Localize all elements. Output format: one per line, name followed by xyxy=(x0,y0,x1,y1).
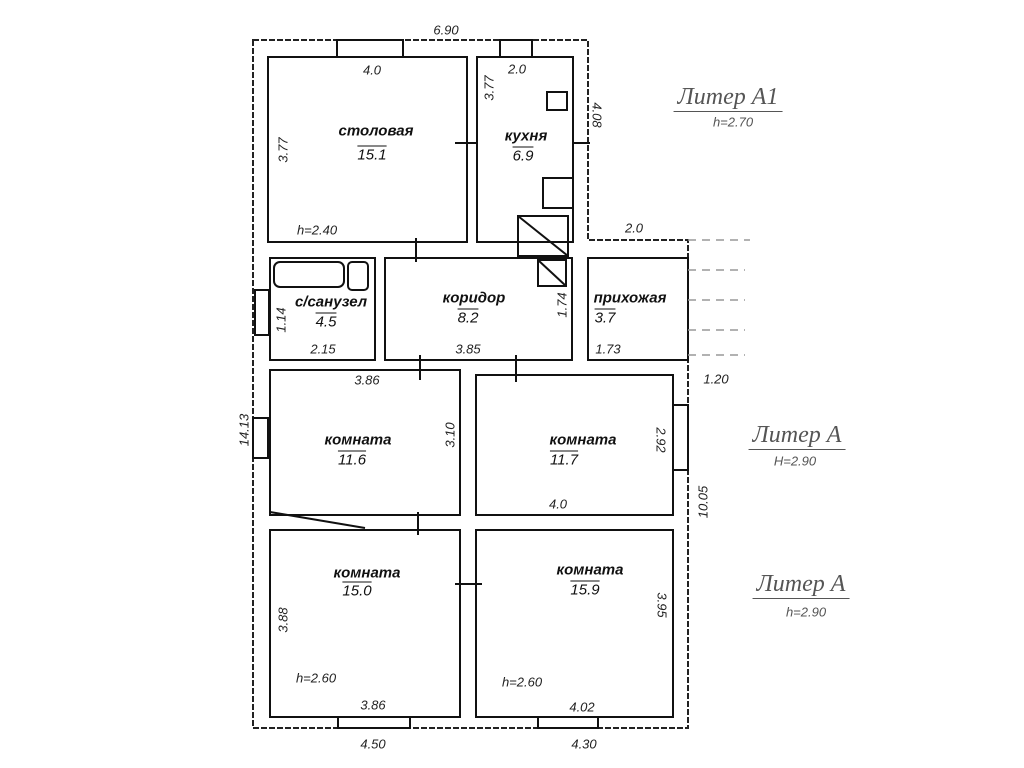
stairs xyxy=(517,215,569,257)
dimension-label: 1.74 xyxy=(554,292,570,318)
room-name: коридор xyxy=(442,289,506,307)
room-area: 8.2 xyxy=(457,309,479,327)
room-name: столовая xyxy=(338,122,414,140)
room-entry-outline xyxy=(587,257,689,361)
dimension-label: 1.14 xyxy=(273,307,289,333)
room-116-outline xyxy=(269,369,461,516)
dimension-label: 3.86 xyxy=(360,697,386,713)
dimension-label: 3.77 xyxy=(481,75,497,101)
dimension-label: 4.08 xyxy=(589,102,605,128)
dimension-label: 6.90 xyxy=(433,22,459,38)
liter-height: H=2.90 xyxy=(773,453,817,469)
room-name: комната xyxy=(333,564,401,582)
dimension-label: 3.10 xyxy=(442,422,458,448)
dimension-label: 10.05 xyxy=(695,485,711,519)
liter-height: h=2.70 xyxy=(712,114,754,130)
room-name: с/санузел xyxy=(294,293,368,311)
stove-corridor-diagonal xyxy=(537,259,567,287)
dimension-label: 3.85 xyxy=(455,341,481,357)
dimension-label: 2.92 xyxy=(653,427,669,453)
porch-outline xyxy=(688,239,750,356)
dimension-label: 4.30 xyxy=(571,736,597,752)
window xyxy=(672,404,689,471)
door-swing xyxy=(269,511,366,529)
window xyxy=(254,289,270,336)
room-name: комната xyxy=(324,431,392,449)
window xyxy=(336,39,404,58)
dimension-label: 1.20 xyxy=(703,371,729,387)
dimension-label: h=2.40 xyxy=(296,222,338,238)
dimension-label: 14.13 xyxy=(236,413,252,447)
dimension-label: 4.0 xyxy=(362,62,382,78)
dimension-label: 4.02 xyxy=(569,699,595,715)
room-corridor-outline xyxy=(384,257,573,361)
room-area: 15.1 xyxy=(357,146,387,164)
washbasin-icon xyxy=(347,261,369,291)
room-area: 6.9 xyxy=(512,147,534,165)
dimension-label: 2.15 xyxy=(310,341,336,357)
room-150-outline xyxy=(269,529,461,718)
stairs-diagonal xyxy=(517,215,569,257)
room-name: комната xyxy=(556,561,624,579)
dimension-label: 4.50 xyxy=(360,736,386,752)
dimension-label: 1.73 xyxy=(595,341,621,357)
dimension-label: h=2.60 xyxy=(501,674,543,690)
room-area: 11.6 xyxy=(337,451,367,469)
window xyxy=(537,716,599,729)
liter-title: Литер А1 xyxy=(673,84,783,112)
bathtub-icon xyxy=(273,261,345,288)
liter-title: Литер А xyxy=(748,422,846,450)
stove-icon xyxy=(542,177,574,209)
liter-height: h=2.90 xyxy=(785,604,827,620)
dimension-label: 3.86 xyxy=(354,372,380,388)
room-area: 3.7 xyxy=(594,309,616,327)
dimension-label: h=2.60 xyxy=(295,670,337,686)
room-area: 15.0 xyxy=(342,582,372,600)
dimension-label: 3.88 xyxy=(275,607,291,633)
room-area: 4.5 xyxy=(315,313,337,331)
dimension-label: 4.0 xyxy=(548,496,568,512)
room-name: комната xyxy=(549,431,617,449)
window xyxy=(337,716,411,729)
dimension-label: 3.77 xyxy=(275,137,291,163)
dimension-label: 2.0 xyxy=(624,220,644,236)
dimension-label: 2.0 xyxy=(507,61,527,77)
dimension-label: 3.95 xyxy=(654,592,670,618)
window xyxy=(252,417,269,459)
room-area: 15.9 xyxy=(570,581,600,599)
room-name: прихожая xyxy=(593,289,667,307)
liter-title: Литер А xyxy=(752,571,850,599)
sink-icon xyxy=(546,91,568,111)
stove-corridor xyxy=(537,259,567,287)
room-name: кухня xyxy=(504,127,548,145)
room-area: 11.7 xyxy=(549,451,579,469)
window xyxy=(499,39,533,58)
